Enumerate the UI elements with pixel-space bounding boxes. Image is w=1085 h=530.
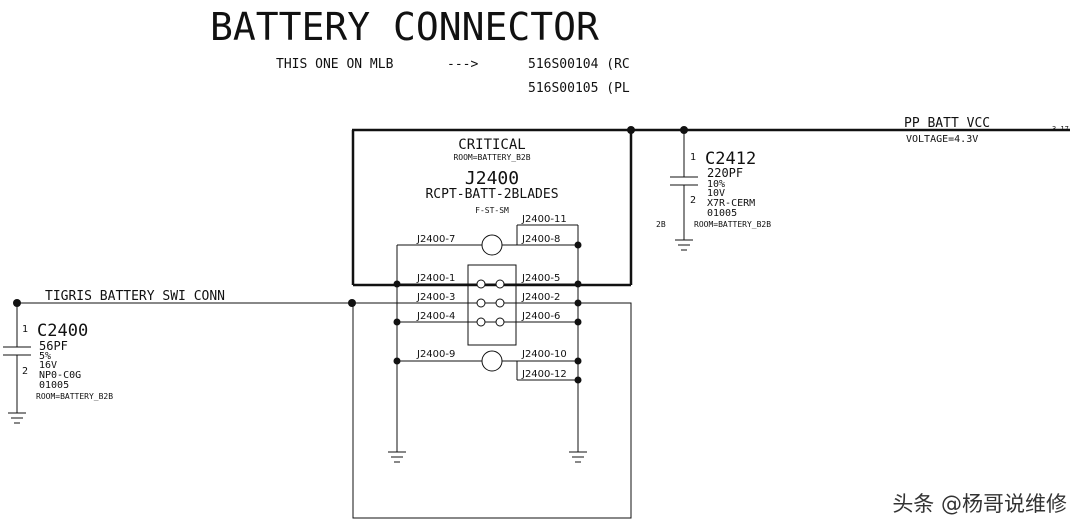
c2400-pin2: 2 (22, 366, 28, 377)
c2412-refdes: C2412 (705, 149, 756, 169)
net-label-pp-batt-vcc: PP_BATT_VCC (904, 116, 990, 131)
pin-label-9: J2400-9 (416, 349, 455, 360)
c2400-refdes: C2400 (37, 321, 88, 341)
c2400-pin1: 1 (22, 324, 28, 335)
pin-label-3: J2400-3 (416, 292, 455, 303)
connector-part-name: RCPT-BATT-2BLADES (425, 187, 558, 202)
pin-label-6: J2400-6 (521, 311, 560, 322)
pin-label-4: J2400-4 (416, 311, 455, 322)
c2412-room: ROOM=BATTERY_B2B (694, 220, 771, 229)
c2412-grid-ref: 2B (656, 220, 666, 229)
connector-footprint: F-ST-SM (475, 206, 509, 215)
pin-label-5: J2400-5 (521, 273, 560, 284)
junction-dots (13, 241, 582, 384)
watermark: 头条 @杨哥说维修 (888, 488, 1071, 518)
capacitor-c2400 (3, 303, 31, 424)
pin-label-7: J2400-7 (416, 234, 455, 245)
c2400-dielectric: NP0-C0G (39, 370, 81, 381)
pin-label-8: J2400-8 (521, 234, 560, 245)
critical-label: CRITICAL (458, 137, 525, 153)
net-voltage-label: VOLTAGE=4.3V (906, 134, 978, 145)
c2412-value: 220PF (707, 166, 743, 180)
subtitle-left: THIS ONE ON MLB (276, 57, 394, 72)
connector-wiring (20, 224, 587, 463)
c2400-package: 01005 (39, 380, 69, 391)
c2412-dielectric: X7R-CERM (707, 198, 755, 209)
net-sheet-ref: 3 17 (1052, 125, 1069, 133)
pin-label-10: J2400-10 (521, 349, 567, 360)
c2412-tolerance: 10% (707, 179, 725, 190)
c2400-room: ROOM=BATTERY_B2B (36, 392, 113, 401)
subtitle-arrow: ---> (447, 57, 478, 72)
c2412-voltage: 10V (707, 188, 725, 199)
capacitor-c2412 (670, 130, 698, 251)
pin-label-11: J2400-11 (521, 214, 567, 225)
connector-room-label: ROOM=BATTERY_B2B (453, 153, 530, 162)
connector-outline-box (352, 302, 632, 519)
c2400-value: 56PF (39, 339, 68, 353)
part-number-2: 516S00105 (PL (528, 81, 630, 96)
pin-label-12: J2400-12 (521, 369, 567, 380)
c2412-pin2: 2 (690, 195, 696, 206)
c2400-voltage: 16V (39, 360, 57, 371)
net-label-tigris-swi: TIGRIS_BATTERY_SWI_CONN (45, 289, 225, 304)
c2412-pin1: 1 (690, 152, 696, 163)
part-number-1: 516S00104 (RC (528, 57, 630, 72)
pin-label-2: J2400-2 (521, 292, 560, 303)
page-title: BATTERY CONNECTOR (210, 5, 599, 49)
c2400-tolerance: 5% (39, 351, 51, 362)
connector-refdes: J2400 (465, 168, 519, 189)
c2412-package: 01005 (707, 208, 737, 219)
pin-label-1: J2400-1 (416, 273, 455, 284)
